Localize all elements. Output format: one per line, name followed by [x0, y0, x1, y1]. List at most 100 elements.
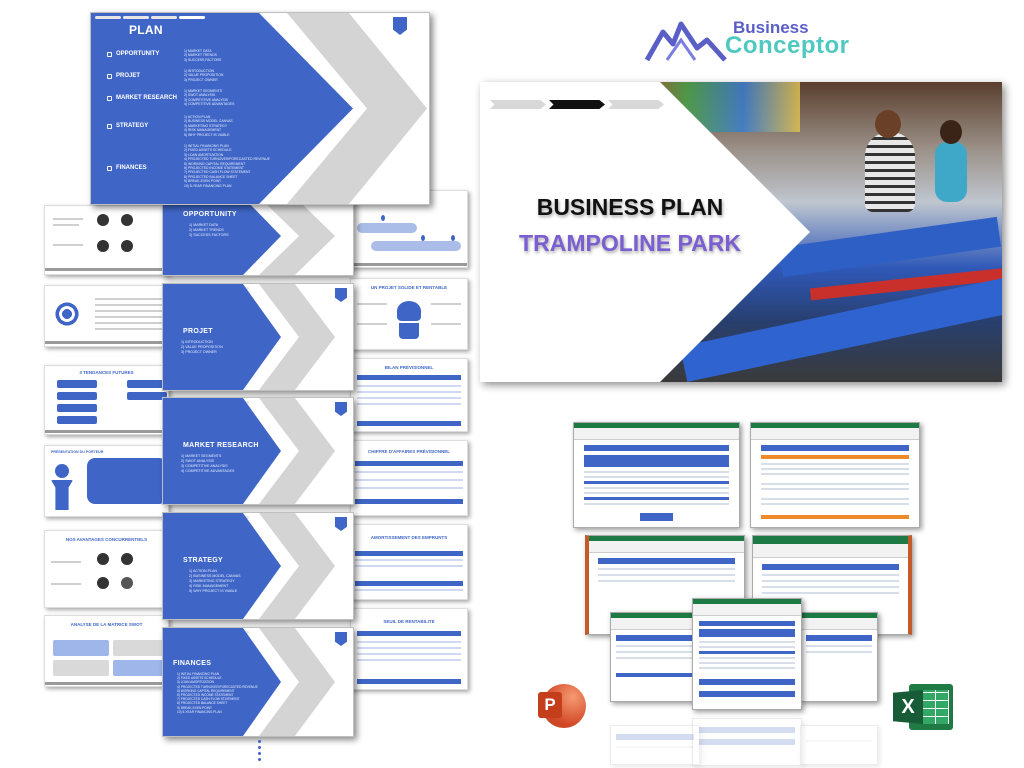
excel-toolbar — [751, 428, 919, 440]
logo-text-conceptor: Conceptor — [725, 32, 850, 59]
swot-weaknesses — [113, 640, 165, 656]
text-line — [53, 244, 83, 246]
sheet-row — [583, 503, 730, 505]
table-header — [355, 581, 463, 586]
spreadsheet-reflection — [800, 725, 878, 765]
speaker-head-icon — [55, 464, 69, 478]
checkbox-icon — [107, 73, 112, 79]
section-title: STRATEGY — [183, 557, 223, 564]
logo-badge-icon — [335, 402, 347, 416]
text-line — [357, 323, 387, 325]
kid-head — [875, 110, 901, 138]
spreadsheet-reflection — [610, 725, 700, 765]
thumb-title: AMORTISSEMENT DES EMPRUNTS — [370, 535, 448, 540]
sheet-row — [761, 503, 909, 505]
sheet-row — [616, 651, 694, 653]
map-pin-icon — [421, 235, 425, 241]
jumping-kid-figure — [865, 132, 915, 212]
plan-section-strategy: STRATEGY — [107, 123, 148, 129]
sheet-subheader — [583, 497, 730, 500]
checkbox-icon — [107, 123, 112, 129]
sheet-row — [583, 476, 730, 478]
spreadsheet-front — [692, 598, 802, 710]
section-slide-strategy: STRATEGY 1) ACTION PLAN 2) BUSINESS MODE… — [162, 512, 354, 620]
continuation-dots — [258, 740, 262, 764]
cover-arrow-tabs — [490, 100, 664, 109]
table-footer — [357, 679, 461, 684]
sheet-row — [598, 580, 735, 582]
table-row — [357, 641, 461, 643]
sheet-header — [616, 635, 694, 641]
sheet-header — [598, 558, 735, 564]
excel-toolbar — [589, 541, 744, 553]
adult-head — [940, 120, 962, 144]
text-line — [95, 304, 165, 306]
sheet-row — [762, 592, 899, 594]
trend-box — [57, 392, 97, 400]
plan-subitems: 1) INITIAL FINANCING PLAN 2) FIXED ASSET… — [184, 144, 270, 188]
sheet-row — [583, 471, 730, 473]
advantage-icon — [121, 577, 133, 589]
cover-subtitle: TRAMPOLINE PARK — [519, 230, 741, 256]
spreadsheet-reflection — [692, 718, 802, 766]
swot-strengths — [53, 640, 109, 656]
spreadsheet-mid-right — [800, 612, 878, 702]
excel-ribbon — [751, 423, 919, 428]
plan-subitems: 1) INTRODUCTION 2) VALUE PROPOSITION 3) … — [184, 69, 224, 82]
thumb-break-even: SEUIL DE RENTABILITÉ — [350, 608, 468, 690]
table-row — [357, 397, 461, 399]
sheet-row — [699, 662, 795, 664]
thumb-solid-project: UN PROJET SOLIDE ET RENTABLE — [350, 278, 468, 350]
trend-box — [57, 416, 97, 424]
text-line — [95, 298, 165, 300]
excel-ribbon — [589, 536, 744, 541]
trend-box — [57, 380, 97, 388]
section-items: 1) MARKET DATA 2) MARKET TRENDS 3) SUCCE… — [189, 223, 229, 237]
sheet-row — [761, 483, 909, 485]
text-line — [95, 316, 165, 318]
swot-threats — [113, 660, 165, 676]
sheet-row — [805, 645, 873, 647]
sheet-row — [583, 492, 730, 494]
plant-pot-icon — [399, 323, 419, 339]
mountain-logo-icon — [645, 21, 727, 62]
section-title: FINANCES — [173, 660, 212, 667]
table-footer — [357, 421, 461, 426]
sheet-total — [699, 679, 795, 685]
spreadsheet-revenue — [573, 422, 740, 528]
thumb-title: ANALYSE DE LA MATRICE SWOT — [70, 622, 143, 627]
text-line — [95, 328, 165, 330]
bio-text-box — [87, 458, 167, 504]
section-slide-market-research: MARKET RESEARCH 1) MARKET SEGMENTS 2) SW… — [162, 397, 354, 505]
excel-ribbon — [753, 536, 908, 544]
plan-section-finances: FINANCES — [107, 165, 147, 171]
podium-icon — [51, 480, 73, 510]
section-items: 1) MARKET SEGMENTS 2) SWOT ANALYSIS 3) C… — [181, 454, 235, 473]
factor-icon — [121, 240, 133, 252]
plant-leaves-icon — [397, 301, 421, 321]
thumb-project-owner: PRÉSENTATION DU PORTEUR — [44, 445, 169, 517]
plan-section-projet: PROJET — [107, 73, 140, 79]
thumb-forecast-revenue: CHIFFRE D'AFFAIRES PRÉVISIONNEL — [350, 440, 468, 516]
logo-text-business: Business — [733, 18, 809, 37]
section-title: MARKET RESEARCH — [183, 442, 259, 449]
cover-slide: BUSINESS PLAN TRAMPOLINE PARK — [480, 82, 1002, 382]
excel-ribbon — [693, 599, 801, 604]
section-slide-opportunity: OPPORTUNITY 1) MARKET DATA 2) MARKET TRE… — [162, 196, 354, 276]
plan-title: PLAN — [129, 23, 163, 37]
excel-toolbar — [611, 618, 699, 630]
sheet-row — [616, 746, 694, 748]
sheet-row — [761, 473, 909, 475]
sheet-row — [762, 574, 899, 576]
section-items: 1) INTRODUCTION 2) VALUE PROPOSITION 3) … — [181, 340, 223, 354]
blue-chevron — [163, 284, 281, 390]
sheet-header — [616, 734, 694, 740]
excel-toolbar — [753, 544, 908, 558]
thumb-title: PRÉSENTATION DU PORTEUR — [51, 450, 104, 454]
swot-opportunities — [53, 660, 109, 676]
sheet-row — [761, 488, 909, 490]
text-line — [357, 303, 387, 305]
plan-subitems: 1) ACTION PLAN 2) BUSINESS MODEL CANVAS … — [184, 115, 233, 137]
thumb-title: NOS AVANTAGES CONCURRENTIELS — [65, 537, 148, 542]
text-line — [95, 322, 165, 324]
